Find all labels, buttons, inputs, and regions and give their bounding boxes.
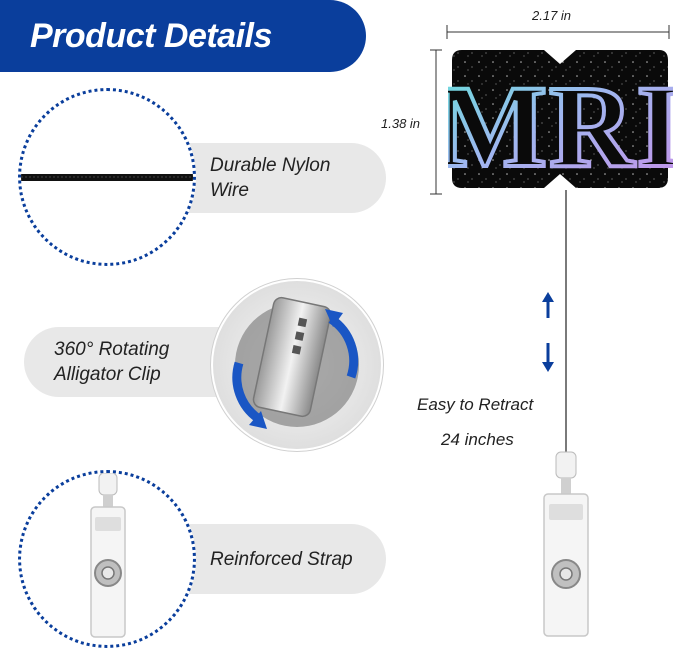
- height-label: 1.38 in: [381, 116, 421, 131]
- retract-length: 24 inches: [441, 430, 514, 449]
- feature-label-line1: Durable Nylon: [210, 155, 331, 176]
- height-dimension-line: [430, 49, 442, 195]
- retractable-cord-icon: [542, 190, 589, 637]
- retract-label: Easy to Retract: [417, 395, 534, 414]
- nylon-wire-icon: [21, 174, 193, 181]
- feature-label-line2: Wire: [210, 180, 249, 201]
- feature-label-line2: Alligator Clip: [54, 364, 161, 385]
- mri-badge-icon: MRI: [448, 50, 673, 194]
- nylon-wire-circle: [18, 88, 196, 266]
- strap-icon: [90, 473, 126, 638]
- rotating-clip-circle: [210, 278, 384, 452]
- width-label: 2.17 in: [532, 8, 572, 23]
- feature-label-line1: Reinforced Strap: [210, 548, 353, 570]
- width-dimension-line: [446, 25, 670, 39]
- banner-title: Product Details: [30, 16, 272, 55]
- alligator-clip-icon: [213, 281, 381, 449]
- mri-badge-text: MRI: [448, 61, 673, 192]
- reinforced-strap-circle: [18, 470, 196, 648]
- feature-label-line1: 360° Rotating: [54, 339, 170, 360]
- product-details-banner: Product Details: [0, 0, 366, 72]
